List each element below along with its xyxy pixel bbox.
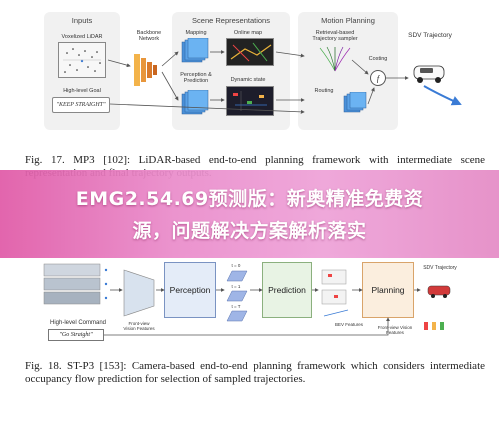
encoder-icon xyxy=(123,269,155,317)
bev-plane-icon-T xyxy=(226,310,248,322)
front-view-vision-features-label: Front-view Vision Features xyxy=(377,325,413,335)
costing-label: Costing xyxy=(368,56,388,62)
inputs-title: Inputs xyxy=(71,16,93,25)
promo-banner[interactable]: EMG2.54.69预测版：新奥精准免费资 源，问题解决方案解析落实 xyxy=(0,170,499,258)
figure-17: Inputs Voxelized LiDAR High-level Goal "… xyxy=(0,0,499,179)
bev-plane-icon-0 xyxy=(226,270,248,282)
command-box: "Go Straight" xyxy=(48,329,104,341)
cost-function-symbol: f xyxy=(376,73,380,83)
goal-box: "KEEP STRAIGHT" xyxy=(52,97,110,113)
retrieval-sampler-label: Retrieval-based Trajectory sampler xyxy=(312,30,358,43)
high-level-goal-label: High-level Goal xyxy=(63,88,101,94)
lidar-image xyxy=(58,42,106,78)
online-map-drawing xyxy=(230,42,272,62)
online-map-image xyxy=(226,38,274,66)
dynamic-state-label: Dynamic state xyxy=(230,77,266,83)
online-map-label: Online map xyxy=(233,30,263,36)
banner-line-1: EMG2.54.69预测版：新奥精准免费资 xyxy=(75,188,424,210)
banner-line-2: 源，问题解决方案解析落实 xyxy=(132,220,367,242)
sdv-trajectory-label: SDV Trajectory xyxy=(408,32,452,39)
voxelized-lidar-label: Voxelized LiDAR xyxy=(61,34,103,40)
prediction-block: Prediction xyxy=(262,262,312,318)
motion-title: Motion Planning xyxy=(321,16,375,25)
figure-17-label: Fig. 17. xyxy=(25,154,65,166)
figure-18-label: Fig. 18. xyxy=(25,360,62,372)
sdv-trajectory-label-18: SDV Trajectory xyxy=(423,265,457,271)
lidar-points xyxy=(63,48,101,73)
timestep-1-label: t = 1 xyxy=(231,284,241,289)
sdv-car-icon xyxy=(413,65,462,106)
front-view-features-label: Front-view Vision Features xyxy=(123,321,155,331)
timestep-T-label: t = T xyxy=(231,304,241,309)
camera-input-icon xyxy=(43,263,108,305)
command-text: "Go Straight" xyxy=(59,332,93,338)
perception-layers-icon xyxy=(181,90,209,115)
timestep-0-label: t = 0 xyxy=(231,263,241,268)
mapping-label: Mapping xyxy=(185,30,207,36)
figure-18-text: ST-P3 [153]: Camera-based end-to-end pla… xyxy=(25,360,486,385)
backbone-network-icon xyxy=(134,54,157,86)
figure-18-caption: Fig. 18. ST-P3 [153]: Camera-based end-t… xyxy=(25,360,485,386)
routing-label: Routing xyxy=(314,88,334,94)
perception-prediction-label: Perception & Prediction xyxy=(180,72,212,85)
routing-layers-icon xyxy=(343,92,367,113)
backbone-label: Backbone Network xyxy=(136,30,162,43)
perception-block: Perception xyxy=(164,262,216,318)
high-level-command-label: High-level Command xyxy=(49,320,107,326)
bev-plane-icon-1 xyxy=(226,290,248,302)
goal-text: "KEEP STRAIGHT" xyxy=(56,101,106,108)
dynamic-state-image xyxy=(226,86,274,116)
planning-block: Planning xyxy=(362,262,414,318)
dynamic-state-drawing xyxy=(233,91,267,111)
occupancy-icon xyxy=(321,269,349,317)
sdv-car-icon-18 xyxy=(424,285,451,330)
trajectory-fan-icon xyxy=(319,46,351,72)
bev-features-label: BEV Features xyxy=(334,322,363,327)
scene-title: Scene Representations xyxy=(192,16,270,25)
mapping-layers-icon xyxy=(181,38,209,63)
cost-function-node: f xyxy=(370,70,386,86)
